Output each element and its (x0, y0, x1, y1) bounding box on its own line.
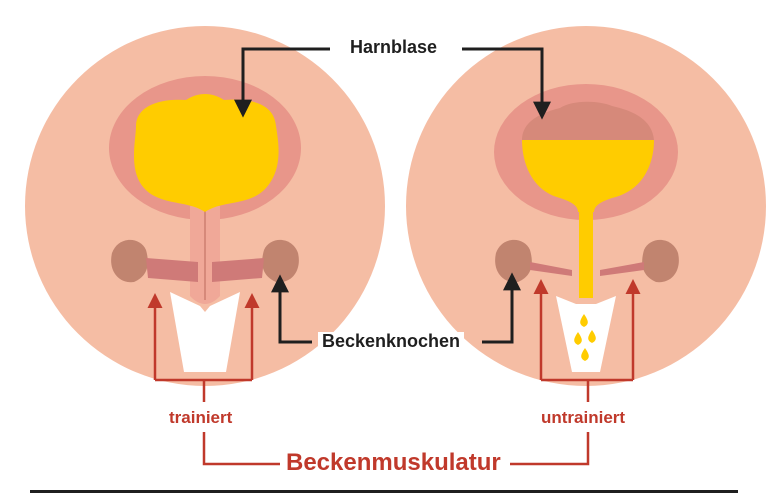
muscle-pointers (147, 279, 641, 466)
left-canal-opening (170, 292, 240, 372)
right-urine-drop-4 (581, 348, 589, 361)
bladder-pointers (234, 47, 551, 120)
right-canal-opening (556, 296, 616, 372)
bone-pointer-right (482, 272, 521, 344)
label-untrainiert: untrainiert (538, 409, 629, 426)
right-urine-drop-3 (588, 330, 596, 343)
left-muscle-right (212, 258, 264, 282)
right-urine-drop-2 (574, 332, 582, 345)
bladder-pointer-right (462, 47, 551, 120)
right-muscle-left (530, 262, 572, 276)
muscle-connector-left (202, 432, 282, 466)
right-bladder-urine (522, 140, 654, 212)
left-pelvic-bone-right (262, 239, 299, 283)
muscle-connector-right (510, 432, 590, 466)
right-muscle-right (600, 262, 644, 276)
right-urethra-leak (579, 208, 593, 298)
right-bladder-empty-zone (522, 101, 654, 140)
left-pelvic-bone-left (111, 239, 148, 283)
label-trainiert: trainiert (166, 409, 236, 426)
right-pelvic-bone-right (642, 239, 679, 283)
left-panel-trained (25, 26, 385, 386)
left-muscle-left (146, 258, 198, 282)
bone-pointer-left (271, 274, 312, 344)
label-beckenknochen: Beckenknochen (318, 332, 465, 350)
left-bladder-urine (134, 94, 279, 212)
bladder-pointer-left (234, 47, 330, 118)
bone-pointers (271, 272, 521, 344)
label-beckenmuskulatur: Beckenmuskulatur (280, 451, 507, 475)
right-pelvic-bone-left (495, 239, 532, 283)
bottom-divider (30, 490, 738, 493)
label-harnblase: Harnblase (346, 38, 442, 56)
right-urine-drop-1 (580, 314, 588, 327)
